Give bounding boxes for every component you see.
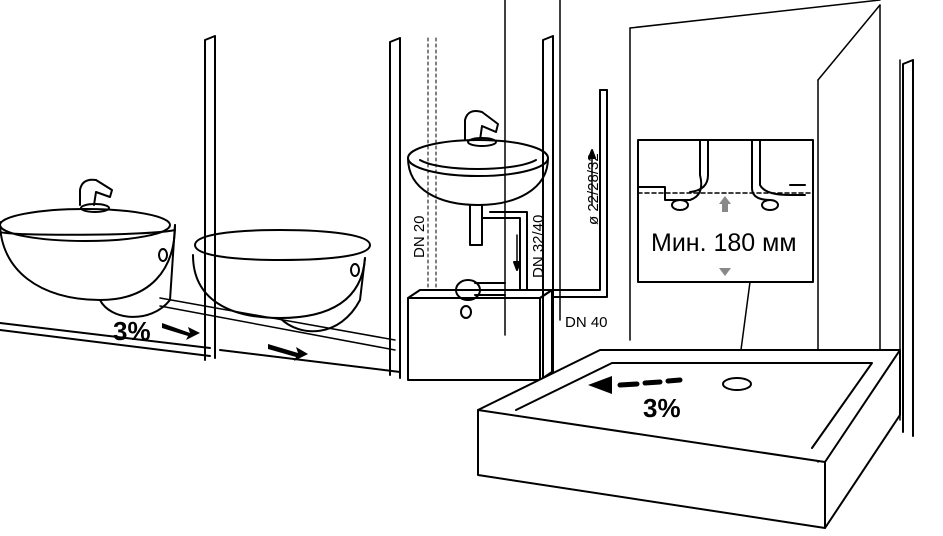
pipe-label-dn20: DN 20 [411, 215, 428, 258]
pipe-label-dn40: DN 40 [565, 314, 608, 331]
shower-tray [477, 349, 901, 529]
slope-label-tray: 3% [643, 393, 681, 423]
detail-callout [637, 139, 814, 381]
flow-arrow-dn3240 [513, 234, 521, 271]
pipe-label-diameter: ø 22/28/32 [585, 153, 602, 225]
slope-arrows-left [162, 323, 308, 361]
dashed-pipe [427, 37, 437, 291]
tray-slope-arrow [588, 376, 683, 394]
frame-posts [204, 35, 914, 437]
pump-unit [407, 279, 553, 381]
room-walls [0, 0, 901, 463]
wall-hung-toilet [159, 229, 396, 351]
slope-label-left: 3% [113, 316, 151, 346]
outgoing-pipe [552, 89, 608, 298]
bidet [0, 178, 176, 318]
washbasin [407, 110, 549, 291]
diagram-labels: 3% 3% DN 20 DN 32/40 DN 40 ø 22/28/32 Ми… [113, 153, 797, 423]
pipe-label-dn3240: DN 32/40 [530, 215, 547, 278]
min-height-label: Мин. 180 мм [651, 229, 797, 257]
